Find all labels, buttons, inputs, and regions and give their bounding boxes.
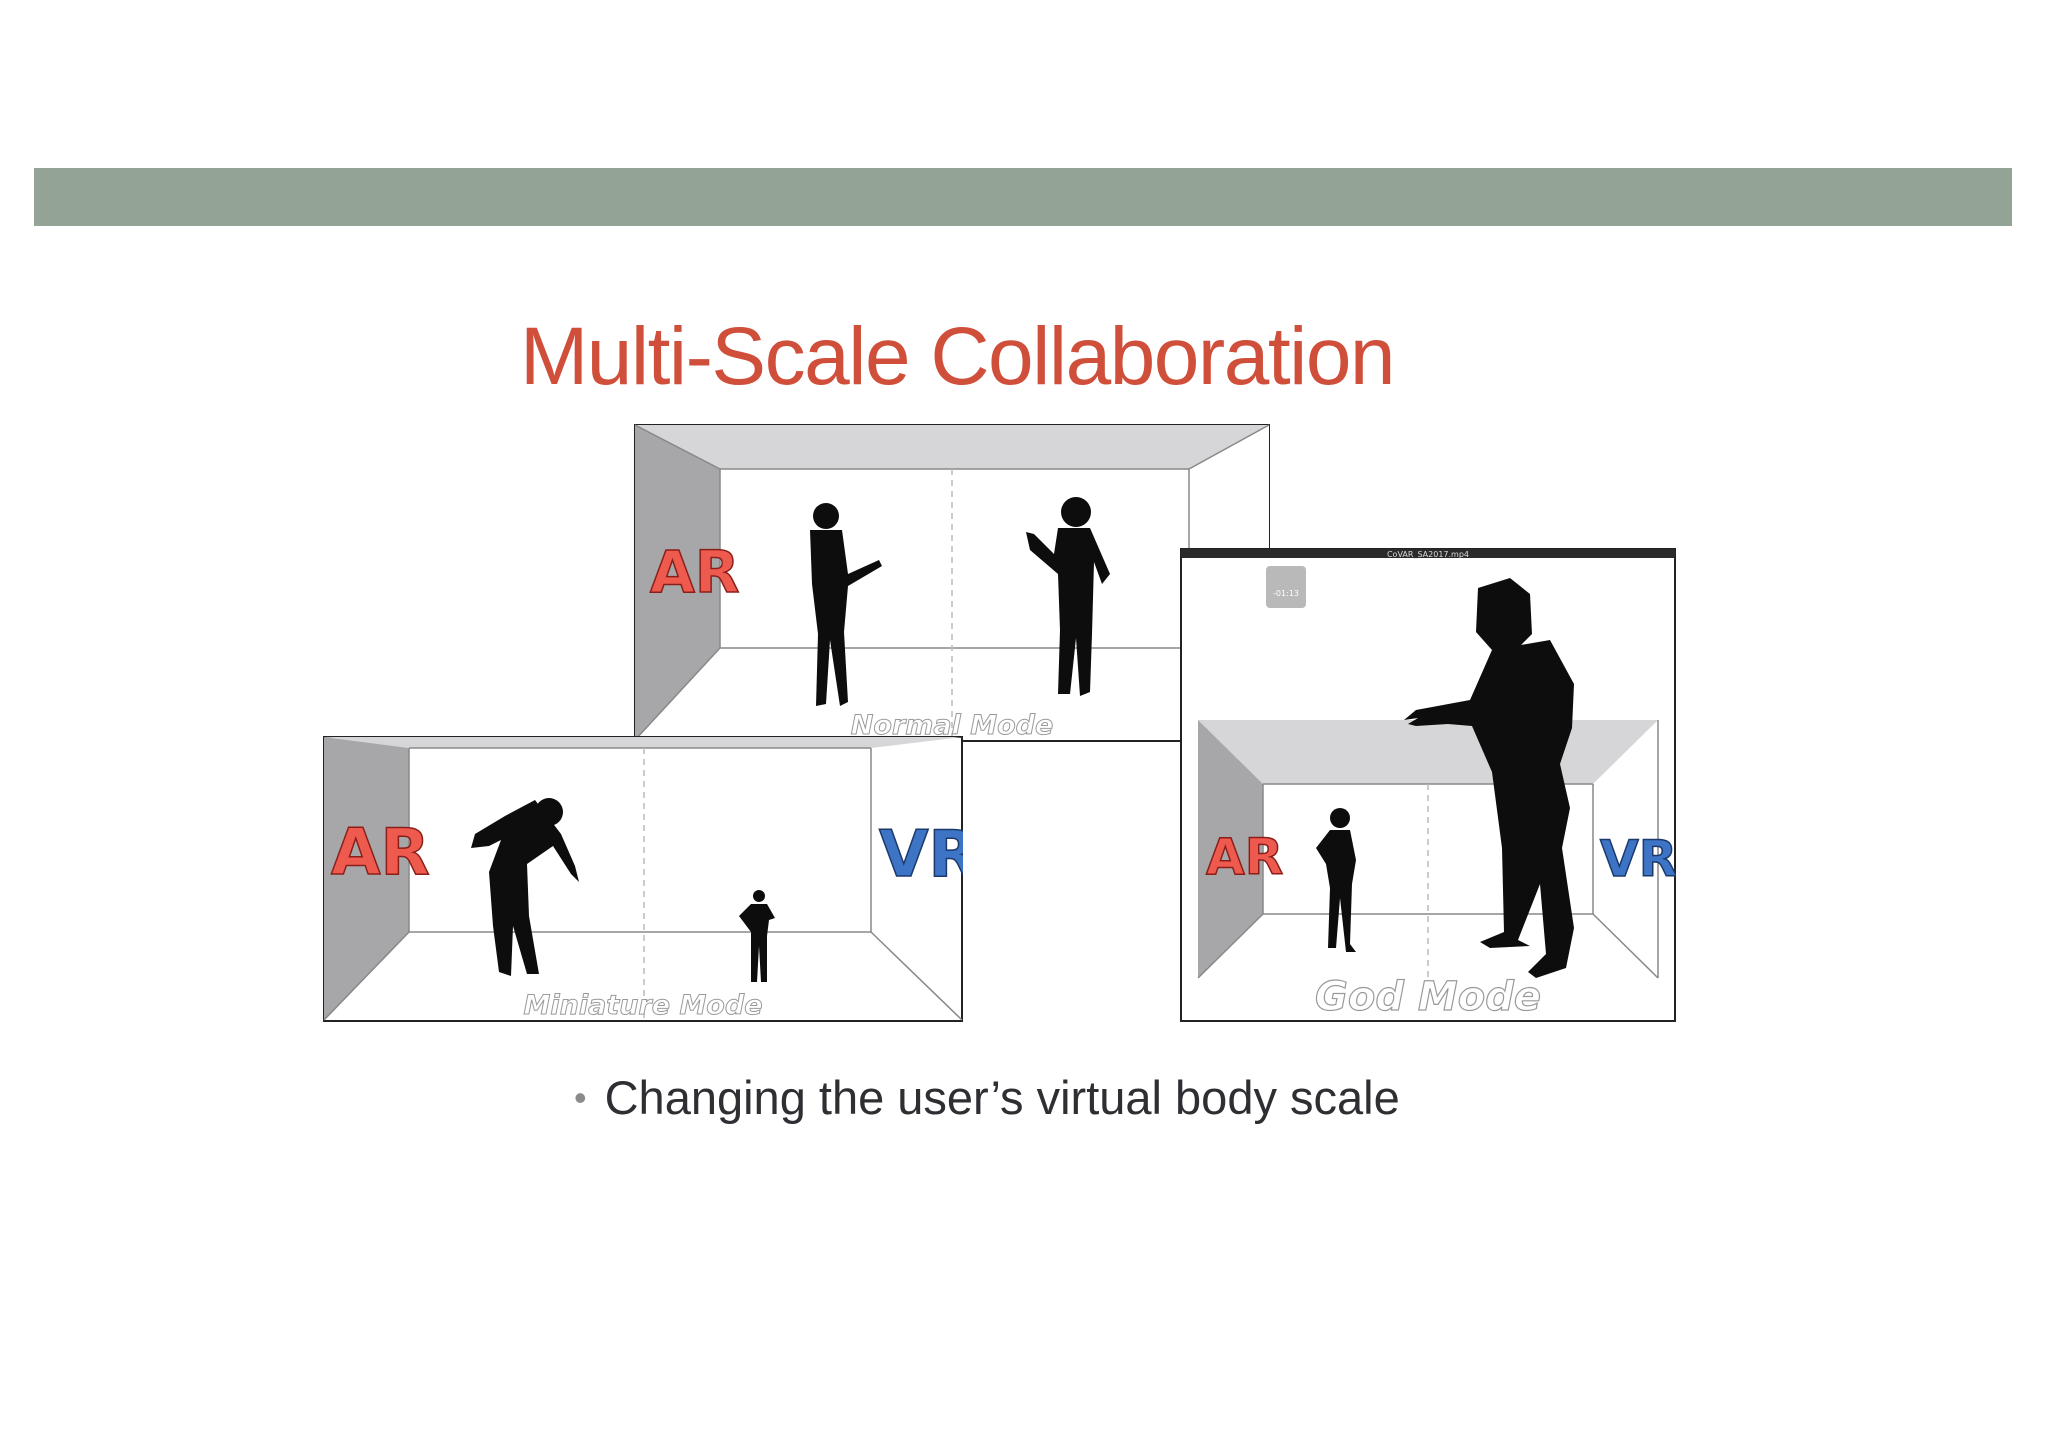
ar-wall-label: AR (1206, 828, 1283, 886)
silhouette-person-icon (1026, 497, 1110, 696)
slide-title: Multi-Scale Collaboration (520, 311, 1396, 402)
god-mode-label: God Mode (1315, 974, 1541, 1020)
vr-wall-label: VR (879, 818, 963, 892)
bullet-text: Changing the user’s virtual body scale (604, 1071, 1400, 1124)
header-banner (34, 168, 2012, 226)
silhouette-person-icon (810, 503, 882, 706)
miniature-mode-panel: AR VR Miniature Mode (323, 736, 963, 1022)
miniature-mode-label: Miniature Mode (523, 990, 762, 1021)
ar-wall-label: AR (650, 538, 740, 606)
vr-wall-label: VR (1600, 830, 1676, 888)
normal-mode-panel: AR VR Normal Mode (634, 424, 1270, 742)
bullet-dot: • (574, 1077, 587, 1118)
video-player-controls[interactable]: -01:13 (1266, 566, 1306, 608)
normal-mode-label: Normal Mode (851, 710, 1054, 741)
god-mode-panel: CoVAR_SA2017.mp4 -01:13 AR VR God Mode (1180, 548, 1676, 1022)
video-time: -01:13 (1273, 589, 1299, 598)
video-filename: CoVAR_SA2017.mp4 (1387, 550, 1469, 559)
ar-wall-label: AR (331, 816, 430, 890)
silhouette-person-icon (1404, 578, 1574, 978)
silhouette-person-icon (471, 798, 579, 976)
silhouette-person-icon (1316, 808, 1356, 952)
bullet-item: • Changing the user’s virtual body scale (574, 1070, 1400, 1125)
silhouette-person-icon (739, 890, 775, 982)
